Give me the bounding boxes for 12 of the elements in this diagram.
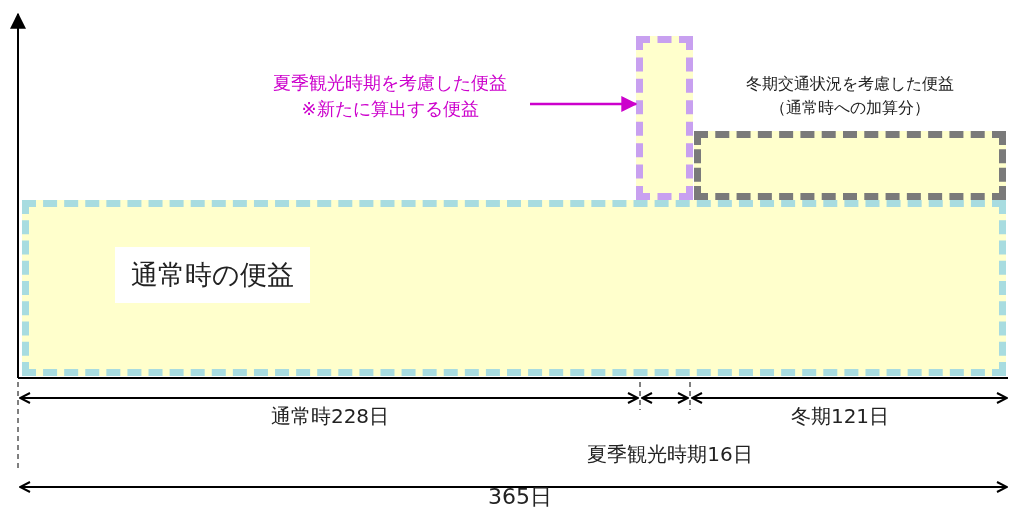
winter-benefit-box	[694, 131, 1006, 200]
annotation-line: ※新たに算出する便益	[301, 97, 479, 121]
dimension-label: 通常時228日	[269, 404, 391, 428]
dimension-label: 夏季観光時期16日	[586, 442, 754, 466]
summer-benefit-box	[636, 36, 693, 200]
benefit-band	[22, 200, 1006, 376]
annotation-line: 夏季観光時期を考慮した便益	[273, 71, 507, 95]
band-label: 通常時の便益	[115, 247, 310, 303]
arrow	[530, 96, 638, 112]
dimension-label: 365日	[487, 485, 553, 509]
dimension-label: 冬期121日	[789, 404, 891, 428]
annotation-text: 冬期交通状況を考慮した便益（通常時への加算分）	[744, 73, 955, 119]
